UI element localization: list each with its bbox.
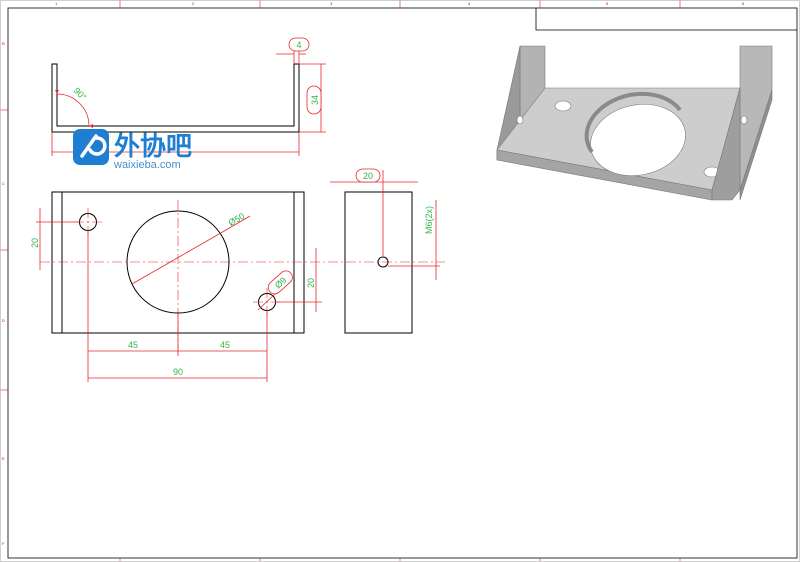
dim-height-label: 34 — [310, 95, 320, 105]
watermark-logo: 外协吧 waixieba.com — [73, 129, 192, 171]
dim-side-width: 20 — [330, 168, 418, 256]
dim-hole-small: Ø9 — [257, 270, 293, 311]
dim-thickness: 4 — [276, 37, 310, 64]
dim-left-offset-label: 20 — [30, 238, 40, 248]
dim-side-width-label: 20 — [363, 171, 373, 181]
dim-thickness-label: 4 — [296, 40, 301, 50]
dim-hole-center: 20 — [275, 248, 322, 312]
dim-left-half-label: 45 — [128, 340, 138, 350]
dim-total-label: 90 — [173, 367, 183, 377]
title-block — [535, 8, 797, 31]
iso-thread-hole — [740, 115, 748, 125]
logo-name: 外协吧 — [114, 132, 192, 162]
zone-label-left: D — [2, 318, 5, 323]
side-view-outline — [344, 191, 413, 334]
isometric-view — [496, 45, 773, 201]
side-view: 20 M6(2x) — [330, 168, 440, 334]
dim-thread: M6(2x) — [388, 200, 440, 280]
zone-label-left: F — [2, 541, 5, 546]
dim-thread-label: M6(2x) — [424, 206, 434, 234]
zone-label-left: B — [2, 41, 5, 46]
iso-thread-hole — [516, 115, 524, 125]
hole-thread — [377, 256, 389, 268]
dim-right-half-label: 45 — [220, 340, 230, 350]
zone-label-top: 5 — [606, 1, 609, 6]
zone-label-top: 4 — [468, 1, 471, 6]
zone-labels-top: 1 2 3 4 5 6 — [55, 1, 745, 6]
sheet-inner-border — [7, 7, 798, 559]
zone-labels-left: B C D E F — [2, 41, 5, 546]
front-view: 4 34 90° — [51, 37, 326, 156]
dim-left-offset: 20 — [30, 208, 80, 270]
iso-small-hole — [554, 100, 572, 112]
zone-label-top: 6 — [742, 1, 745, 6]
dim-hole-center-label: 20 — [306, 278, 316, 288]
logo-mark-glyph — [80, 134, 107, 158]
dim-total: 90 — [88, 367, 267, 379]
zone-label-top: 3 — [330, 1, 333, 6]
dim-height: 34 — [299, 63, 326, 133]
logo-url: waixieba.com — [113, 159, 181, 171]
dim-halves: 45 45 — [87, 230, 268, 382]
zone-label-top: 1 — [55, 1, 58, 6]
zone-label-left: E — [2, 456, 5, 461]
zone-ticks — [0, 0, 681, 561]
zone-label-top: 2 — [192, 1, 195, 6]
zone-label-left: C — [2, 181, 5, 186]
